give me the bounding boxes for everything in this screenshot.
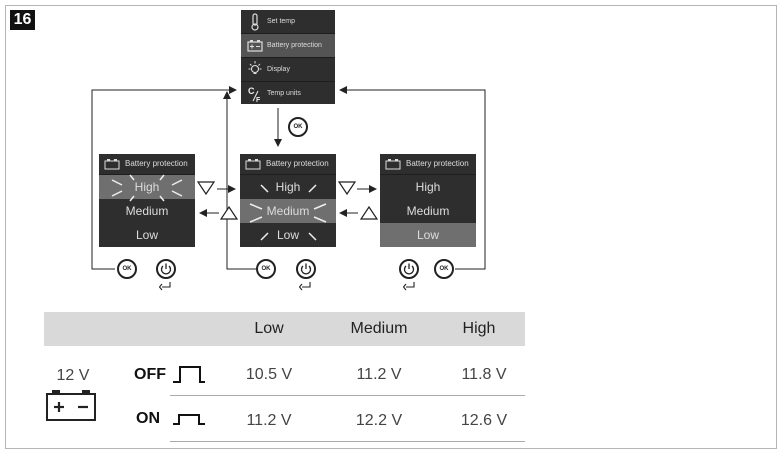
- power-button[interactable]: [156, 259, 176, 279]
- column-high: High: [462, 320, 496, 337]
- thermometer-icon: [251, 13, 259, 31]
- option-low[interactable]: Low: [380, 223, 476, 247]
- battery-protection-table: Low Medium High 12 V OFF 10.5 V 11.2 V 1…: [44, 312, 525, 442]
- power-icon: [300, 263, 312, 275]
- option-low[interactable]: Low: [276, 228, 299, 242]
- svg-text:C: C: [248, 86, 255, 96]
- cell-off-low: 10.5 V: [245, 366, 293, 383]
- ok-button[interactable]: OK: [117, 259, 137, 279]
- hold-return-icon: [159, 282, 171, 291]
- figure-frame: [5, 5, 777, 449]
- row-divider: [170, 395, 525, 396]
- cell-off-medium: 11.2 V: [356, 366, 402, 383]
- ok-button[interactable]: OK: [256, 259, 276, 279]
- power-icon: [403, 263, 415, 275]
- option-medium[interactable]: Medium: [240, 199, 336, 223]
- option-high[interactable]: High: [99, 175, 195, 199]
- column-medium: Medium: [350, 320, 408, 337]
- menu-item-battery-protection[interactable]: Battery protection: [241, 34, 335, 58]
- ok-button[interactable]: OK: [288, 117, 308, 137]
- row-label-off: OFF: [134, 366, 166, 383]
- menu-item-set-temp[interactable]: Set temp: [241, 10, 335, 34]
- panel-header: Battery protection: [240, 154, 336, 175]
- menu-item-label: Battery protection: [267, 42, 322, 49]
- power-button[interactable]: [399, 259, 419, 279]
- voltage-label: 12 V: [56, 367, 90, 384]
- on-pulse-icon: [173, 414, 205, 425]
- settings-menu: Set temp Battery protection Display C F …: [241, 10, 335, 104]
- panel-header: Battery protection: [380, 154, 476, 175]
- battery-icon: [385, 159, 401, 170]
- menu-item-temp-units[interactable]: C F Temp units: [241, 82, 335, 106]
- menu-item-label: Display: [267, 66, 290, 73]
- off-pulse-icon: [173, 366, 205, 383]
- row-divider: [170, 441, 525, 442]
- option-low[interactable]: Low: [135, 228, 158, 242]
- cell-on-low: 11.2 V: [246, 412, 292, 429]
- cell-off-high: 11.8 V: [461, 366, 507, 383]
- battery-panel-medium: Battery protection High Medium Low: [240, 154, 336, 247]
- option-high[interactable]: High: [415, 180, 441, 194]
- battery-icon: [46, 390, 96, 421]
- menu-item-label: Set temp: [267, 18, 296, 25]
- cell-on-high: 12.6 V: [460, 412, 508, 429]
- power-button[interactable]: [296, 259, 316, 279]
- option-medium[interactable]: Medium: [406, 204, 450, 218]
- row-label-on: ON: [136, 410, 160, 427]
- battery-panel-high: Battery protection High Medium Low: [99, 154, 195, 247]
- menu-item-label: Temp units: [267, 90, 301, 97]
- hold-return-icon: [403, 282, 415, 291]
- hold-return-icon: [299, 282, 311, 291]
- bulb-icon: [248, 61, 262, 74]
- column-low: Low: [254, 320, 284, 337]
- battery-icon: [245, 159, 261, 170]
- table-header: Low Medium High: [44, 312, 525, 346]
- battery-panel-low: Battery protection High Medium Low: [380, 154, 476, 247]
- battery-icon: [247, 40, 263, 52]
- celsius-fahrenheit-icon: C F: [248, 86, 261, 104]
- option-high[interactable]: High: [275, 180, 301, 194]
- figure-number: 16: [10, 10, 35, 30]
- svg-text:F: F: [256, 97, 261, 104]
- ok-button[interactable]: OK: [434, 259, 454, 279]
- option-medium[interactable]: Medium: [125, 204, 169, 218]
- battery-icon: [104, 159, 120, 170]
- panel-header: Battery protection: [99, 154, 195, 175]
- power-icon: [160, 263, 172, 275]
- cell-on-medium: 12.2 V: [355, 412, 403, 429]
- menu-item-display[interactable]: Display: [241, 58, 335, 82]
